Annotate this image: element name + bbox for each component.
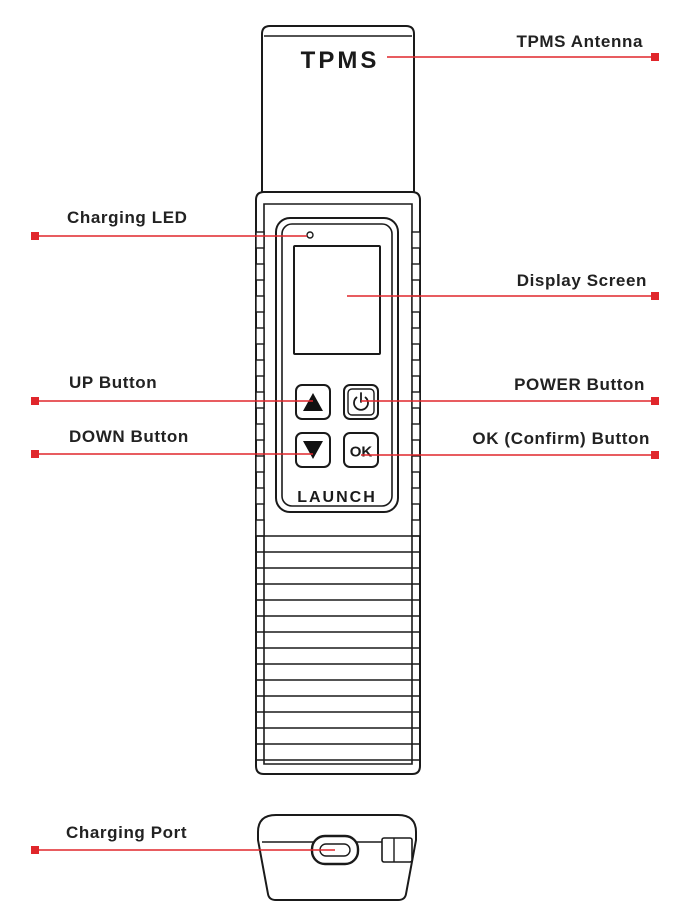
antenna-logo-text: TPMS xyxy=(301,47,380,74)
handle-inner-outline xyxy=(263,203,413,765)
side-grip-notch xyxy=(255,295,265,313)
label-charging-port: Charging Port xyxy=(66,823,187,842)
side-grip-notch xyxy=(255,391,265,409)
side-grip-notch xyxy=(411,391,421,409)
antenna-cap xyxy=(261,25,415,197)
side-grip-notch xyxy=(411,423,421,441)
side-grip-notch xyxy=(255,423,265,441)
charging-led xyxy=(306,231,314,239)
side-grip-notch xyxy=(255,455,265,473)
callout-marker-display-screen xyxy=(651,292,659,300)
port-clip xyxy=(381,837,413,863)
callout-marker-ok-button xyxy=(651,451,659,459)
label-power-button: POWER Button xyxy=(514,375,645,394)
side-grip-notch xyxy=(255,263,265,281)
callout-marker-tpms-antenna xyxy=(651,53,659,61)
side-grip-notch xyxy=(411,231,421,249)
callout-lines xyxy=(31,53,659,854)
side-grip-notch xyxy=(411,359,421,377)
triangle-up-icon xyxy=(303,393,323,411)
label-tpms-antenna: TPMS Antenna xyxy=(516,32,643,51)
up-button[interactable] xyxy=(295,384,331,420)
label-charging-led: Charging LED xyxy=(67,208,188,227)
label-up-button: UP Button xyxy=(69,373,157,392)
callout-marker-up-button xyxy=(31,397,39,405)
down-button[interactable] xyxy=(295,432,331,468)
callout-marker-down-button xyxy=(31,450,39,458)
label-down-button: DOWN Button xyxy=(69,427,189,446)
side-grip-notch xyxy=(255,231,265,249)
side-grip-notch xyxy=(411,487,421,505)
side-grip-notch xyxy=(411,519,421,537)
side-grip-notch xyxy=(255,519,265,537)
brand-logo-text: LAUNCH xyxy=(297,489,377,506)
callout-marker-charging-led xyxy=(31,232,39,240)
side-grip-notch xyxy=(411,455,421,473)
label-ok-button: OK (Confirm) Button xyxy=(472,429,650,448)
callout-marker-power-button xyxy=(651,397,659,405)
side-grip-notch xyxy=(255,359,265,377)
callout-labels: TPMS Antenna Charging LED Display Screen… xyxy=(66,32,650,842)
side-grip-notch xyxy=(411,263,421,281)
front-panel-inner xyxy=(281,223,393,507)
triangle-down-icon xyxy=(303,441,323,459)
label-display-screen: Display Screen xyxy=(517,271,647,290)
device-body: OK LAUNCH TPMS xyxy=(255,25,421,775)
display-screen xyxy=(293,245,381,355)
side-grip-notch xyxy=(255,487,265,505)
charging-port-view xyxy=(257,814,417,901)
grip-ridges xyxy=(256,535,420,761)
callout-marker-charging-port xyxy=(31,846,39,854)
power-button[interactable] xyxy=(343,384,379,420)
side-grip-notch xyxy=(255,327,265,345)
ok-button-label: OK xyxy=(350,444,373,461)
side-grip-notch xyxy=(411,295,421,313)
ok-button[interactable]: OK xyxy=(343,432,379,468)
side-grip-notch xyxy=(411,327,421,345)
